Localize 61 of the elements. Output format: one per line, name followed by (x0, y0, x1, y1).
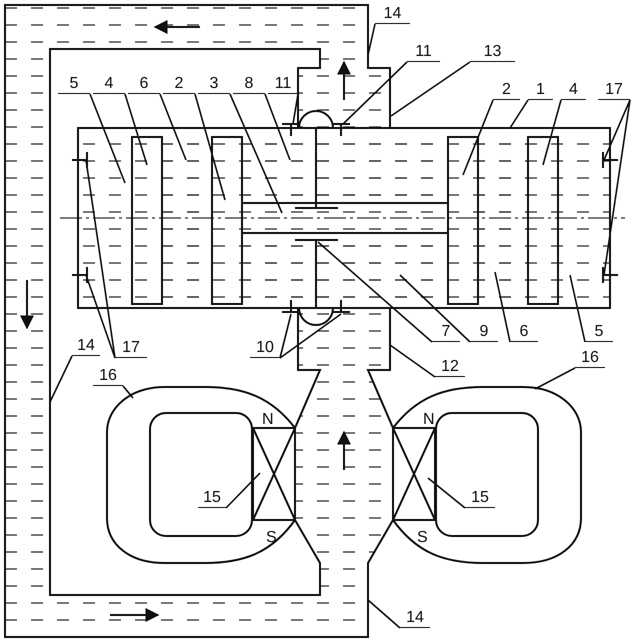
leader-line (342, 61, 408, 125)
pole-label: N (423, 412, 435, 428)
leader-line (159, 94, 187, 160)
callout-number: 6 (510, 324, 538, 342)
callout-number: 4 (93, 76, 125, 94)
pole-label: S (266, 530, 277, 546)
callout-number: 17 (115, 340, 147, 358)
leader-line (399, 274, 471, 343)
callout-number: 11 (407, 44, 440, 62)
callout-number: 16 (93, 368, 123, 386)
leader-line (367, 599, 401, 629)
leader-line (194, 94, 226, 200)
leader-line (317, 241, 433, 343)
callout-number: 14 (72, 338, 100, 356)
leader-line (542, 100, 562, 166)
callout-number: 2 (493, 82, 520, 100)
callout-number: 8 (233, 76, 265, 94)
leader-line (390, 61, 470, 117)
callout-number: 15 (198, 490, 226, 508)
leader-line (122, 385, 134, 399)
callout-number: 17 (598, 82, 630, 100)
callout-number: 10 (250, 340, 280, 358)
callout-number: 15 (465, 490, 495, 508)
callout-number: 9 (470, 324, 498, 342)
callout-number: 4 (561, 82, 586, 100)
callout-number: 1 (528, 82, 553, 100)
leader-line (280, 313, 342, 359)
leader-line (89, 94, 126, 184)
pole-label: N (262, 412, 274, 428)
leader-line (292, 94, 299, 124)
leader-line (494, 272, 511, 342)
callout-number: 2 (163, 76, 195, 94)
leader-line (49, 356, 73, 402)
leader-line (85, 274, 116, 358)
callout-number: 16 (575, 350, 605, 368)
leader-line (390, 344, 436, 378)
callout-number: 6 (128, 76, 160, 94)
callout-number: 12 (435, 359, 465, 377)
leader-line (462, 100, 494, 176)
leader-line (229, 94, 283, 214)
callout-number: 5 (585, 324, 613, 342)
pole-label: S (417, 530, 428, 546)
leader-line (85, 160, 116, 358)
callout-number: 14 (400, 610, 430, 628)
callout-number: 14 (375, 6, 410, 24)
callout-number: 7 (432, 324, 460, 342)
leader-line (124, 94, 148, 166)
leader-line (569, 274, 586, 342)
callout-number: 3 (198, 76, 230, 94)
leader-line (534, 367, 576, 390)
leader-line (264, 94, 291, 160)
callout-number: 5 (58, 76, 90, 94)
leader-line (603, 100, 631, 276)
leader-line (603, 100, 631, 160)
leader-line (367, 24, 376, 56)
leader-line (279, 314, 292, 358)
callout-number: 11 (268, 76, 298, 94)
leader-line (428, 477, 466, 509)
leader-line (509, 100, 529, 128)
leader-line (225, 472, 261, 509)
callout-number: 13 (470, 44, 515, 62)
